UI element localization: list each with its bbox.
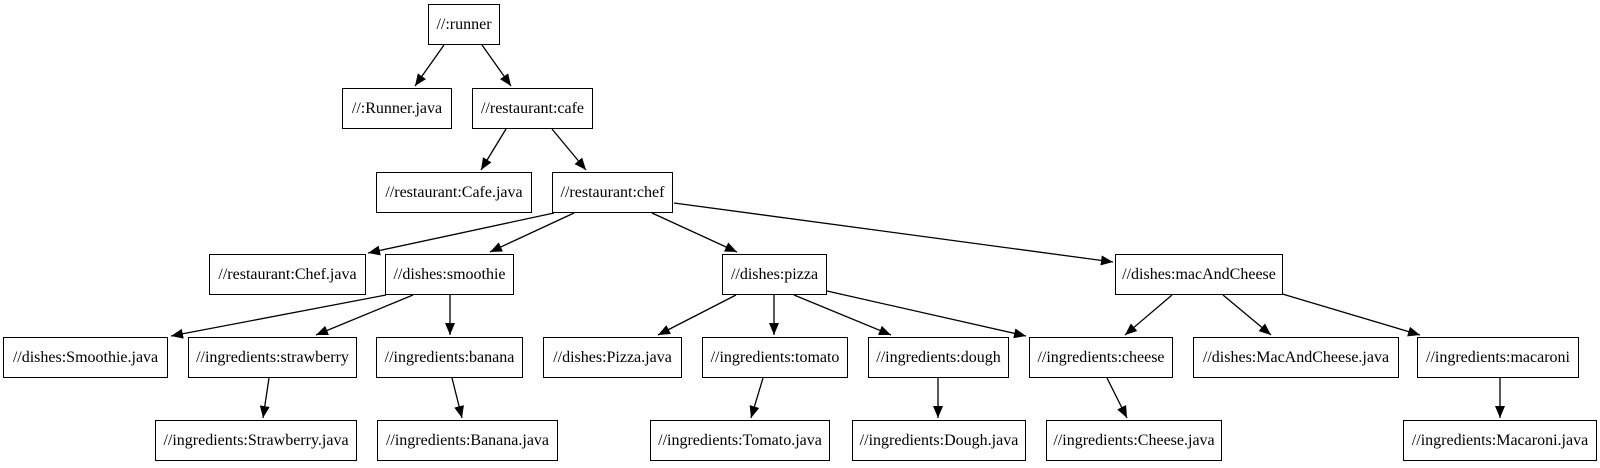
node-smoothie: //dishes:smoothie — [385, 254, 514, 295]
node-label-runner: //:runner — [436, 15, 492, 33]
edge-macandcheese-to-macandcheese-java — [1222, 294, 1272, 336]
node-label-tomato: //ingredients:tomato — [710, 348, 840, 366]
node-label-macandcheese-java: //dishes:MacAndCheese.java — [1202, 348, 1390, 366]
node-banana: //ingredients:banana — [376, 337, 523, 378]
node-macaroni: //ingredients:macaroni — [1417, 337, 1579, 378]
node-label-cafe: //restaurant:cafe — [480, 99, 585, 117]
node-label-pizza: //dishes:pizza — [730, 265, 819, 283]
node-label-macaroni: //ingredients:macaroni — [1426, 348, 1570, 366]
edge-cafe-to-chef — [551, 128, 587, 171]
edge-tomato-to-tomato-java — [749, 377, 764, 419]
node-label-pizza-java: //dishes:Pizza.java — [553, 348, 672, 366]
node-label-strawberry-java: //ingredients:Strawberry.java — [163, 431, 349, 449]
node-macandcheese-java: //dishes:MacAndCheese.java — [1193, 337, 1399, 378]
node-pizza-java: //dishes:Pizza.java — [543, 337, 682, 378]
node-macaroni-java: //ingredients:Macaroni.java — [1403, 420, 1597, 461]
edge-chef-to-chef-java — [367, 212, 555, 256]
node-label-cheese-java: //ingredients:Cheese.java — [1053, 431, 1215, 449]
edge-runner-to-runner-java — [414, 44, 445, 87]
edge-banana-to-banana-java — [451, 377, 464, 419]
node-cheese: //ingredients:cheese — [1029, 337, 1173, 378]
edge-smoothie-to-smoothie-java — [170, 294, 387, 339]
edge-macandcheese-to-macaroni — [1278, 292, 1421, 337]
node-cheese-java: //ingredients:Cheese.java — [1046, 420, 1222, 461]
edge-group — [170, 44, 1505, 419]
edge-macandcheese-to-cheese — [1124, 294, 1173, 336]
edge-chef-to-pizza — [651, 212, 738, 253]
node-dough-java: //ingredients:Dough.java — [852, 420, 1026, 461]
node-runner: //:runner — [428, 4, 500, 45]
edge-pizza-to-dough — [793, 294, 892, 336]
edge-chef-to-smoothie — [489, 212, 575, 253]
node-label-chef: //restaurant:chef — [560, 183, 665, 201]
node-label-chef-java: //restaurant:Chef.java — [218, 265, 357, 283]
edge-pizza-to-pizza-java — [657, 294, 737, 336]
edge-cheese-to-cheese-java — [1106, 377, 1128, 419]
node-strawberry: //ingredients:strawberry — [188, 337, 357, 378]
node-smoothie-java: //dishes:Smoothie.java — [3, 337, 168, 378]
edge-pizza-to-cheese — [826, 290, 1027, 339]
node-chef: //restaurant:chef — [552, 172, 673, 213]
node-label-cafe-java: //restaurant:Cafe.java — [385, 183, 523, 201]
edge-chef-to-macandcheese — [673, 202, 1114, 266]
edge-strawberry-to-strawberry-java — [259, 377, 270, 419]
node-strawberry-java: //ingredients:Strawberry.java — [155, 420, 357, 461]
node-dough: //ingredients:dough — [868, 337, 1009, 378]
edge-runner-to-cafe — [481, 44, 512, 87]
node-tomato-java: //ingredients:Tomato.java — [650, 420, 830, 461]
node-label-dough: //ingredients:dough — [876, 348, 1001, 366]
node-cafe: //restaurant:cafe — [472, 88, 593, 129]
node-macandcheese: //dishes:macAndCheese — [1115, 254, 1283, 295]
node-label-smoothie: //dishes:smoothie — [393, 265, 506, 283]
edge-smoothie-to-strawberry — [315, 294, 414, 336]
node-label-macandcheese: //dishes:macAndCheese — [1122, 265, 1276, 283]
node-label-cheese: //ingredients:cheese — [1037, 348, 1165, 366]
node-label-smoothie-java: //dishes:Smoothie.java — [12, 348, 159, 366]
node-label-tomato-java: //ingredients:Tomato.java — [658, 431, 822, 449]
node-banana-java: //ingredients:Banana.java — [377, 420, 558, 461]
node-label-banana: //ingredients:banana — [384, 348, 515, 366]
node-label-strawberry: //ingredients:strawberry — [196, 348, 349, 366]
node-cafe-java: //restaurant:Cafe.java — [376, 172, 532, 213]
node-label-macaroni-java: //ingredients:Macaroni.java — [1411, 431, 1589, 449]
node-label-dough-java: //ingredients:Dough.java — [859, 431, 1019, 449]
node-pizza: //dishes:pizza — [722, 254, 827, 295]
node-label-runner-java: //:Runner.java — [351, 99, 443, 117]
node-label-banana-java: //ingredients:Banana.java — [385, 431, 550, 449]
edge-cafe-to-cafe-java — [480, 128, 507, 171]
node-runner-java: //:Runner.java — [342, 88, 452, 129]
node-tomato: //ingredients:tomato — [702, 337, 848, 378]
node-chef-java: //restaurant:Chef.java — [209, 254, 366, 295]
